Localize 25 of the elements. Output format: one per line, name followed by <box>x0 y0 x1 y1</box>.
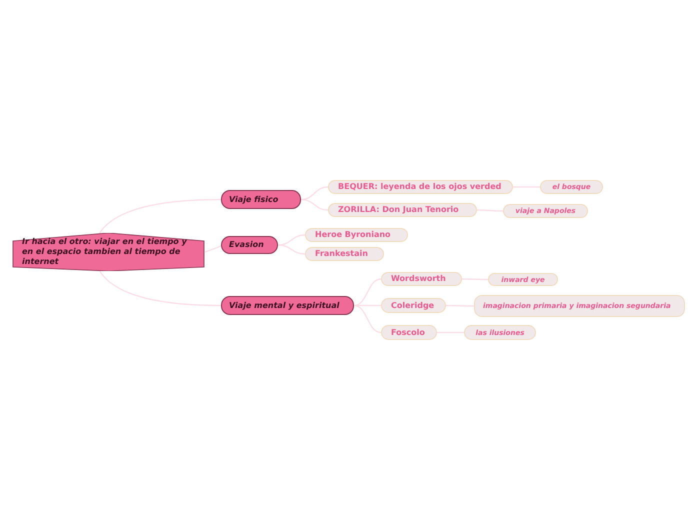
subtopic: Wordsworth <box>381 272 462 286</box>
connector-line <box>204 244 222 253</box>
main-topic: Viaje mental y espiritual <box>221 296 354 315</box>
subtopic: Foscolo <box>381 325 437 340</box>
connector-line <box>477 209 503 212</box>
connector-line <box>278 234 306 246</box>
main-topic: Viaje fisico <box>221 190 301 209</box>
subtopic: BEQUER: leyenda de los ojos verded <box>328 180 513 194</box>
connector-line <box>354 278 382 306</box>
subtopic: ZORILLA: Don Juan Tenorio <box>328 203 477 217</box>
connector-line <box>98 198 221 236</box>
subtopic: Frankestain <box>305 247 384 261</box>
connector-line <box>437 332 464 334</box>
connector-line <box>446 304 474 307</box>
central-topic: Ir hacia el otro: viajar en el tiempo y en el espacio tambien al tiempo de internet <box>12 233 205 271</box>
connector-line <box>513 186 540 188</box>
connector-line <box>98 268 222 306</box>
connector-line <box>300 198 328 211</box>
subtopic: Coleridge <box>381 298 446 313</box>
connector-line <box>354 304 382 334</box>
subtopic: Heroe Byroniano <box>305 228 408 242</box>
connector-line <box>278 244 306 255</box>
main-topic: Evasion <box>221 236 278 254</box>
connector-line <box>300 186 328 200</box>
connector-line <box>462 278 488 280</box>
